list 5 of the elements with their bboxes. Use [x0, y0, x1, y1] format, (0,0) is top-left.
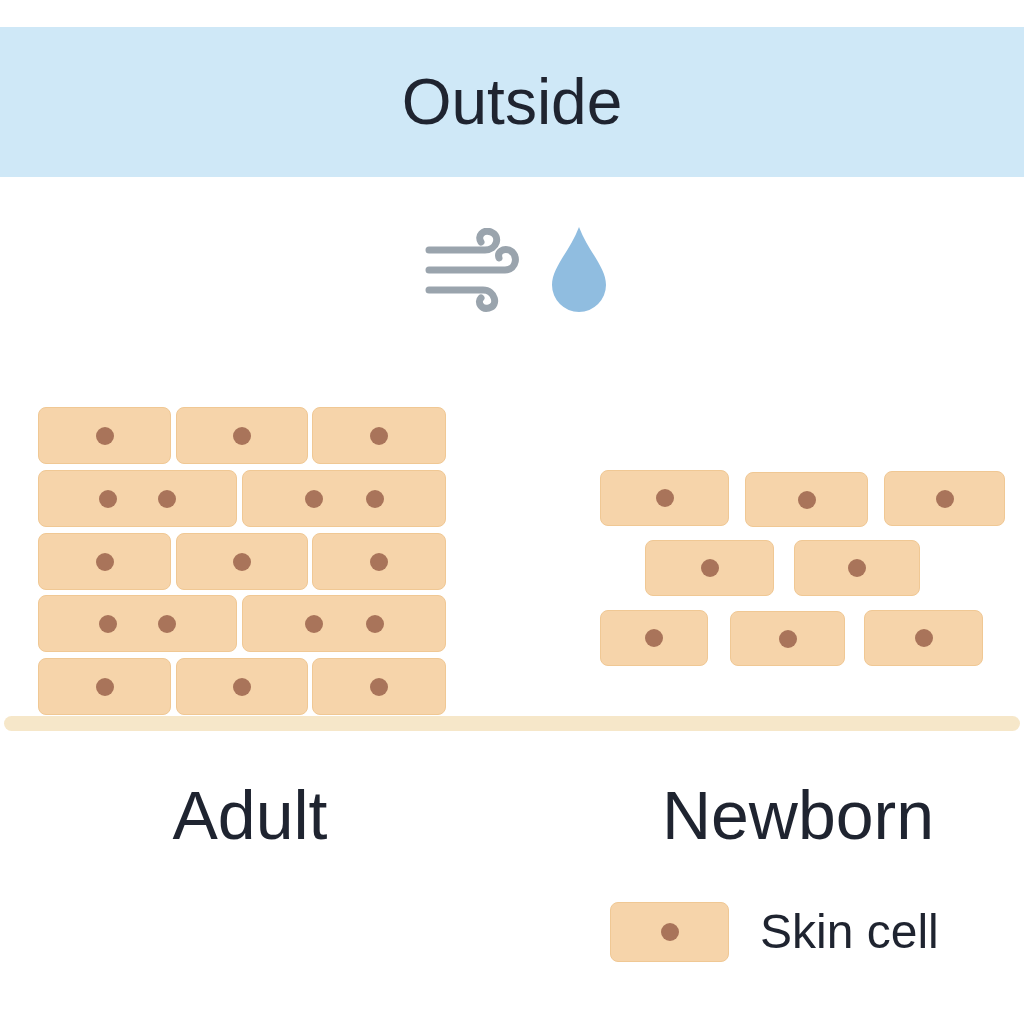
- group-label: Adult: [172, 781, 328, 849]
- outside-band: [0, 27, 1024, 177]
- band-title: Outside: [401, 65, 623, 140]
- group-label: Newborn: [661, 781, 935, 849]
- legend-label: Skin cell: [760, 908, 939, 956]
